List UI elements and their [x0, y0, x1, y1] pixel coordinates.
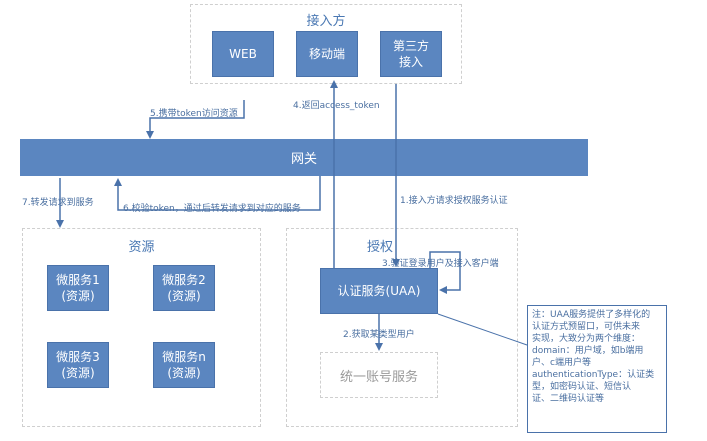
access-title: 接入方 — [306, 14, 346, 29]
step-6-label: 6.校验token，通过后转发请求到对应的服务 — [123, 204, 301, 214]
auth-region — [286, 228, 518, 427]
note-line-6: authenticationType：认证类 — [532, 370, 655, 380]
gateway-bar: 网关 — [20, 139, 588, 176]
microservice-3-node: 微服务3 (资源) — [47, 342, 109, 388]
step-5-label: 5.携带token访问资源 — [150, 109, 238, 119]
third-party-node: 第三方 接入 — [380, 31, 442, 77]
resources-region — [22, 228, 261, 427]
step-1-label: 1.接入方请求授权服务认证 — [400, 196, 508, 206]
note-connector — [437, 313, 528, 346]
microservice-1-node: 微服务1 (资源) — [47, 265, 109, 311]
web-label: WEB — [229, 47, 257, 61]
arrow-step-6 — [114, 176, 321, 211]
access-region — [190, 4, 462, 84]
mobile-label: 移动端 — [308, 47, 345, 61]
step-2-label: 2.获取某类型用户 — [343, 330, 415, 340]
uaa-note: 注：UAA服务提供了多样化的 认证方式预留口，可供未来 实现，大致分为两个维度：… — [527, 305, 667, 433]
note-line-5: 户、c端用户等 — [532, 358, 591, 368]
note-line-7: 型，如密码认证、短信认 — [532, 382, 632, 392]
gateway-label: 网关 — [290, 152, 317, 167]
microservice-2-node: 微服务2 (资源) — [153, 265, 215, 311]
step-7-label: 7.转发请求到服务 — [22, 198, 94, 208]
account-service-label: 统一账号服务 — [339, 369, 418, 385]
note-line-3: 实现，大致分为两个维度： — [532, 334, 641, 344]
account-service-node: 统一账号服务 — [320, 352, 438, 398]
auth-title: 授权 — [366, 240, 393, 255]
step-4-label: 4.返回access_token — [293, 101, 380, 111]
microservice-1-type: (资源) — [61, 289, 95, 303]
note-line-4: domain：用户域，如b端用 — [532, 346, 644, 356]
note-line-1: 注：UAA服务提供了多样化的 — [532, 310, 651, 320]
web-node: WEB — [212, 31, 274, 77]
note-line-8: 证、二维码认证等 — [532, 394, 605, 404]
third-party-label-line1: 第三方 — [392, 39, 429, 53]
microservice-n-node: 微服务n (资源) — [153, 342, 215, 388]
note-line-2: 认证方式预留口，可供未来 — [532, 322, 641, 332]
arrow-step-5 — [146, 100, 245, 139]
third-party-label-line2: 接入 — [398, 55, 423, 69]
microservice-1-name: 微服务1 — [56, 273, 100, 287]
microservice-n-name: 微服务n — [162, 350, 206, 364]
step-3-label: 3.验证登录用户及接入客户端 — [382, 259, 499, 269]
microservice-2-name: 微服务2 — [162, 273, 206, 287]
mobile-node: 移动端 — [296, 31, 358, 77]
microservice-3-name: 微服务3 — [56, 350, 100, 364]
uaa-node: 认证服务(UAA) — [320, 268, 438, 314]
microservice-3-type: (资源) — [61, 366, 95, 380]
microservice-n-type: (资源) — [167, 366, 201, 380]
uaa-label: 认证服务(UAA) — [337, 284, 421, 298]
microservice-2-type: (资源) — [167, 289, 201, 303]
arrow-step-3 — [429, 251, 461, 294]
resources-title: 资源 — [128, 240, 155, 255]
